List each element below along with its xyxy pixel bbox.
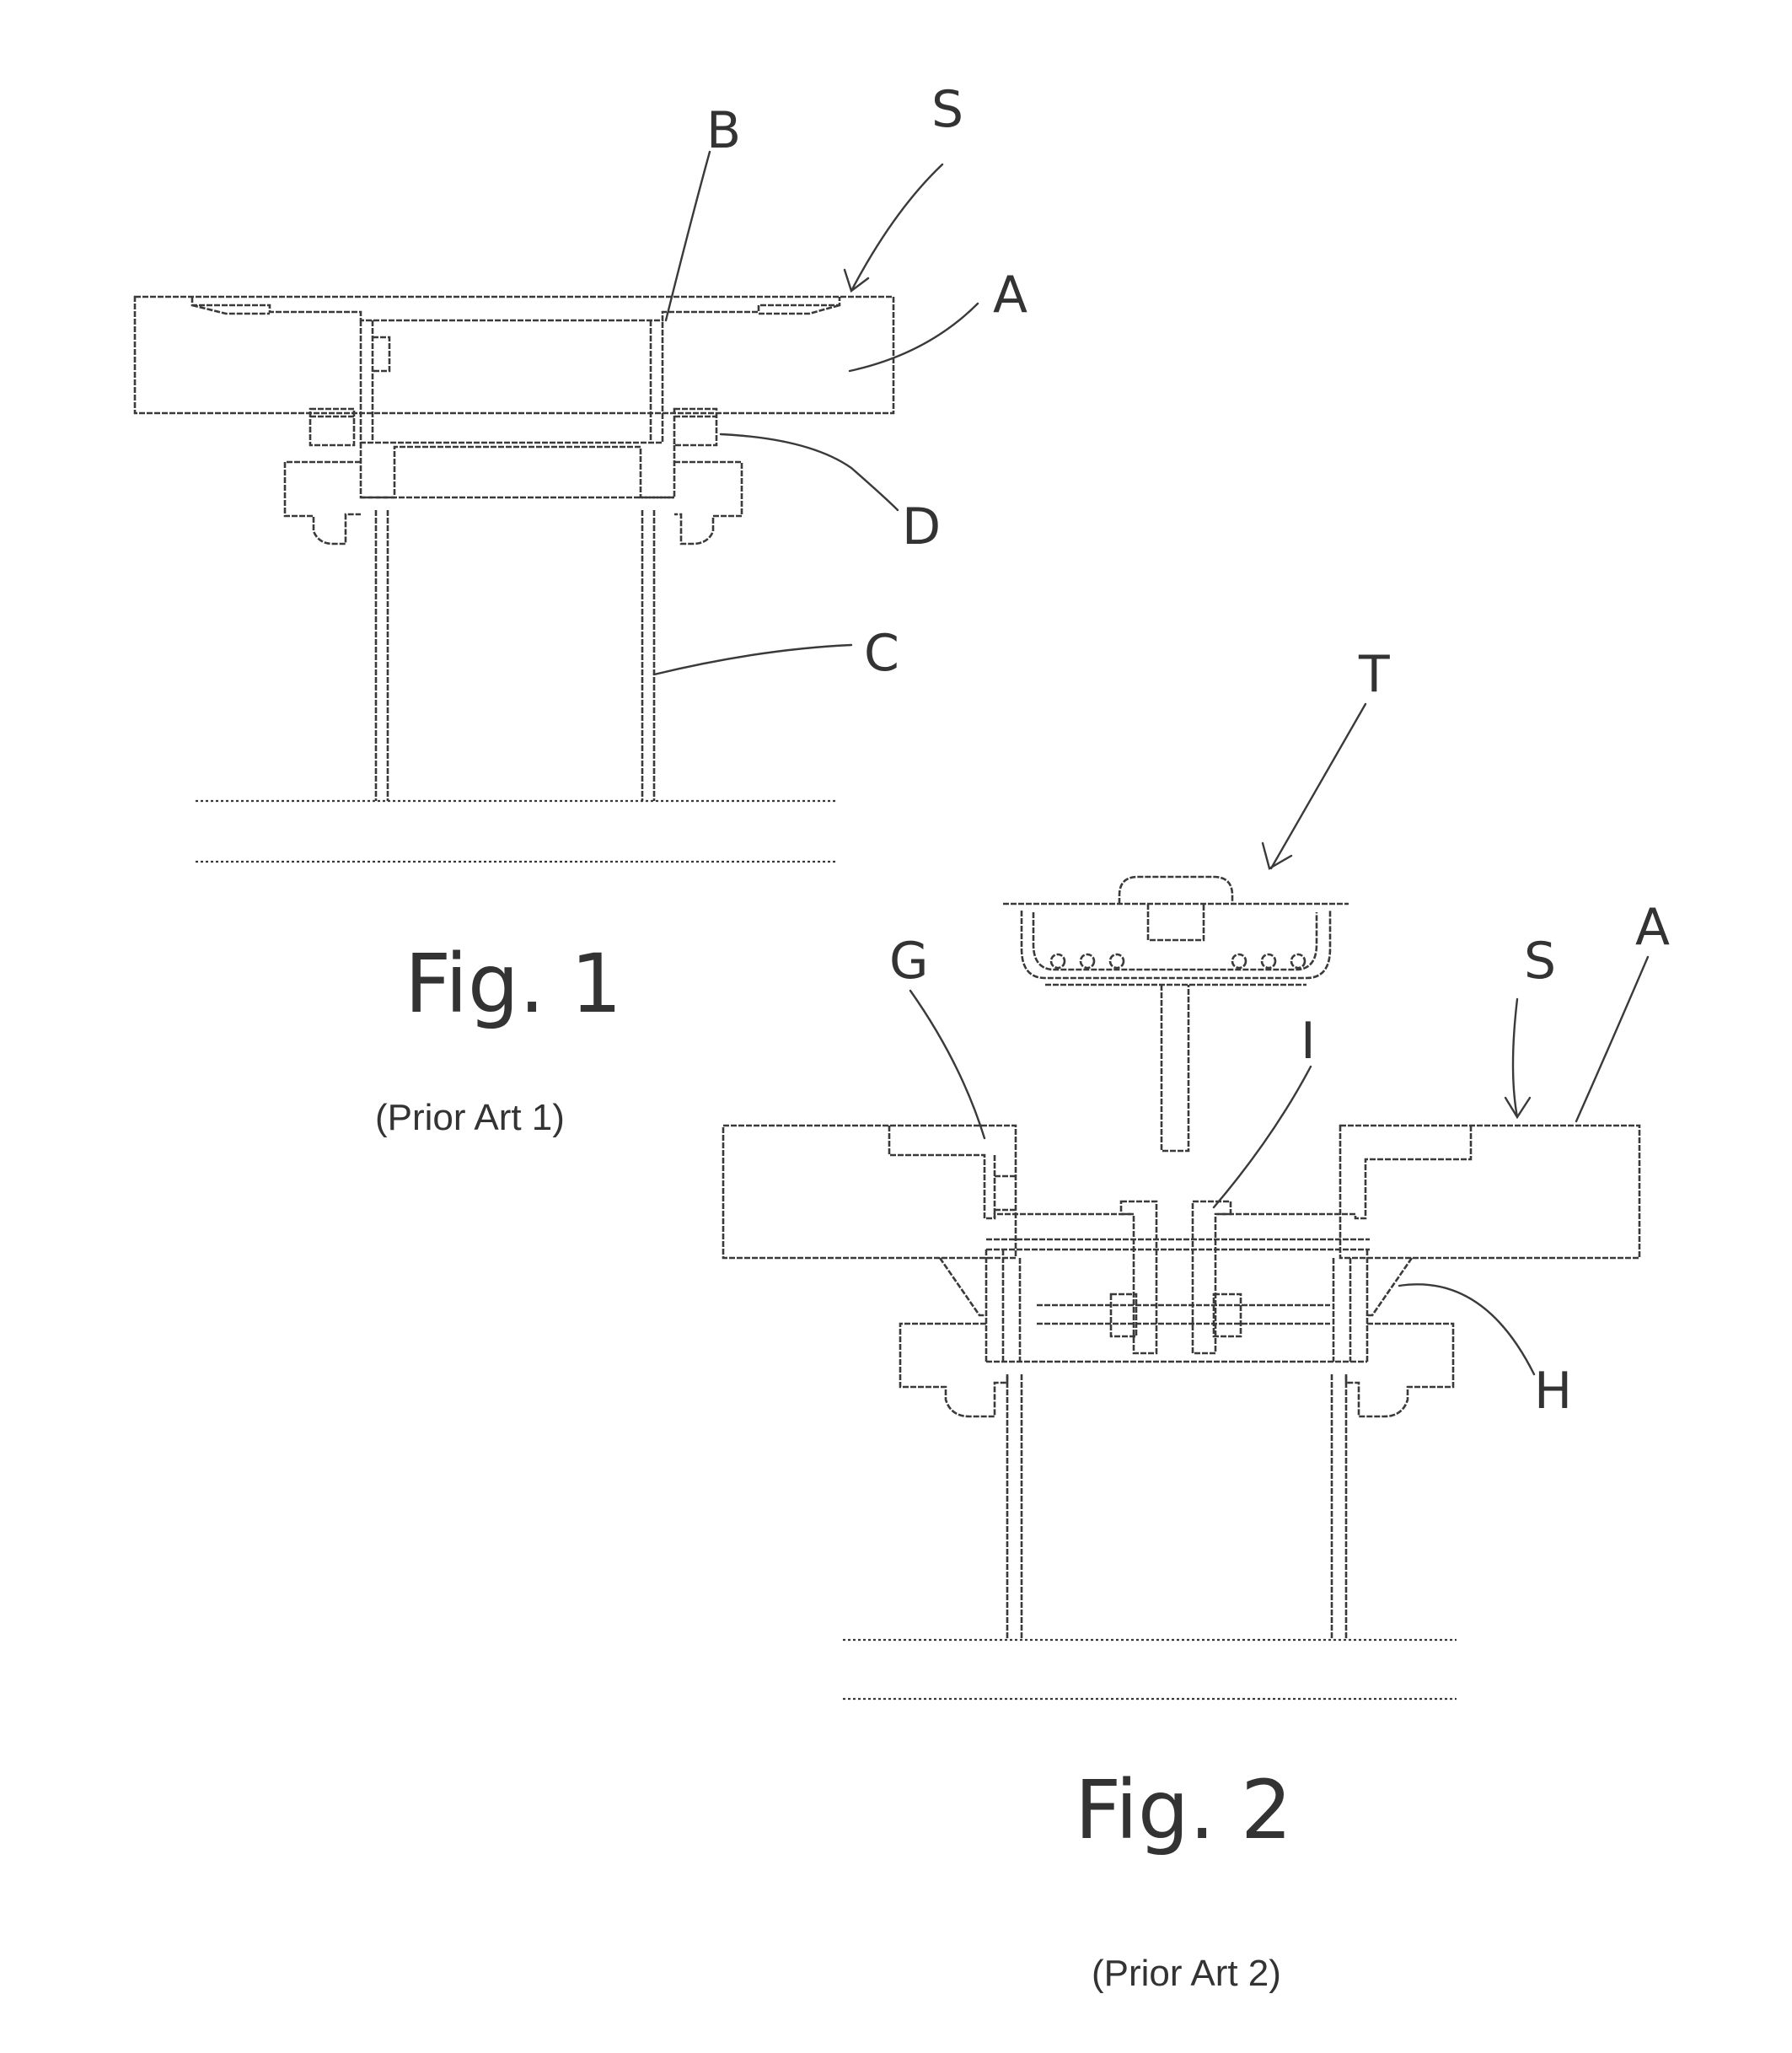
fig2-label-a: A <box>1635 898 1670 957</box>
fig2-label-g: G <box>889 932 929 991</box>
fig1-coupling <box>361 443 674 497</box>
fig1-rim-lip-right <box>759 305 840 314</box>
fig2-title: Fig. 2 <box>1075 1763 1292 1857</box>
fig1-leader-a <box>850 304 978 371</box>
fig2-basket-knob <box>1119 877 1232 904</box>
fig2-step-right <box>1218 1126 1471 1218</box>
fig1-ring-left <box>285 462 361 544</box>
fig2-counter-left <box>723 1126 1016 1258</box>
fig2-basket-post-top <box>1148 904 1204 940</box>
fig2-label-i: I <box>1301 1012 1316 1071</box>
fig2-leader-a <box>1576 957 1648 1121</box>
fig2-step-left-inner <box>995 1155 1016 1218</box>
fig2-label-h: H <box>1534 1362 1572 1421</box>
fig2-leader-t-arrow <box>1263 843 1291 868</box>
fig2-ring-left <box>900 1324 1007 1416</box>
fig2-housing-right <box>1367 1258 1412 1315</box>
fig1-label-c: C <box>864 624 899 683</box>
fig2-nut-right <box>1214 1294 1241 1336</box>
fig1-clip-left <box>373 337 389 371</box>
fig2-body-right <box>1333 1250 1367 1362</box>
fig1-leader-d <box>721 434 898 510</box>
fig2-label-t: T <box>1358 645 1390 704</box>
fig2-caption: (Prior Art 2) <box>1092 1953 1281 1994</box>
fig1-caption: (Prior Art 1) <box>375 1097 565 1138</box>
fig2-leader-i <box>1214 1067 1311 1207</box>
fig2-ring-right <box>1346 1324 1453 1416</box>
fig1-sink-rim <box>192 297 840 320</box>
fig2-leader-t <box>1271 704 1365 868</box>
fig2-basket-stem <box>1162 985 1188 1151</box>
fig1-strainer-body <box>361 320 663 443</box>
fig2-basket-perforations <box>1051 954 1305 968</box>
fig1-label-a: A <box>993 266 1027 325</box>
fig1-label-s: S <box>931 80 963 139</box>
fig2-basket-bowl <box>1022 911 1330 978</box>
fig2-label-s: S <box>1524 932 1556 991</box>
fig2-step-left <box>889 1126 1131 1218</box>
fig2-leader-h <box>1399 1284 1534 1374</box>
fig1-label-b: B <box>706 101 741 160</box>
fig1-ring-right <box>674 462 742 544</box>
fig2-center-post-right <box>1193 1201 1231 1353</box>
fig1-leader-c <box>654 645 851 674</box>
fig2-leader-g <box>910 991 985 1138</box>
fig1-nut-left <box>310 409 354 445</box>
fig2-nut-left <box>1111 1294 1136 1336</box>
fig1-label-d: D <box>902 497 941 556</box>
fig1-leader-s <box>851 164 942 291</box>
fig1-leader-b <box>666 152 710 320</box>
figure-2-drawing: T G I S A H Fig. 2 (Prior Art 2) <box>723 645 1670 1994</box>
fig2-center-post <box>1121 1201 1156 1353</box>
fig1-rim-lip-left <box>192 305 270 314</box>
fig1-title: Fig. 1 <box>405 937 622 1031</box>
fig1-nut-right <box>674 409 716 445</box>
fig2-counter-right <box>1340 1126 1639 1258</box>
fig2-leader-s <box>1513 999 1517 1117</box>
fig2-housing-left <box>940 1258 986 1315</box>
fig2-crossbar <box>1037 1305 1330 1324</box>
fig2-body-left <box>986 1250 1020 1362</box>
fig2-strainer-plate <box>986 1239 1370 1250</box>
